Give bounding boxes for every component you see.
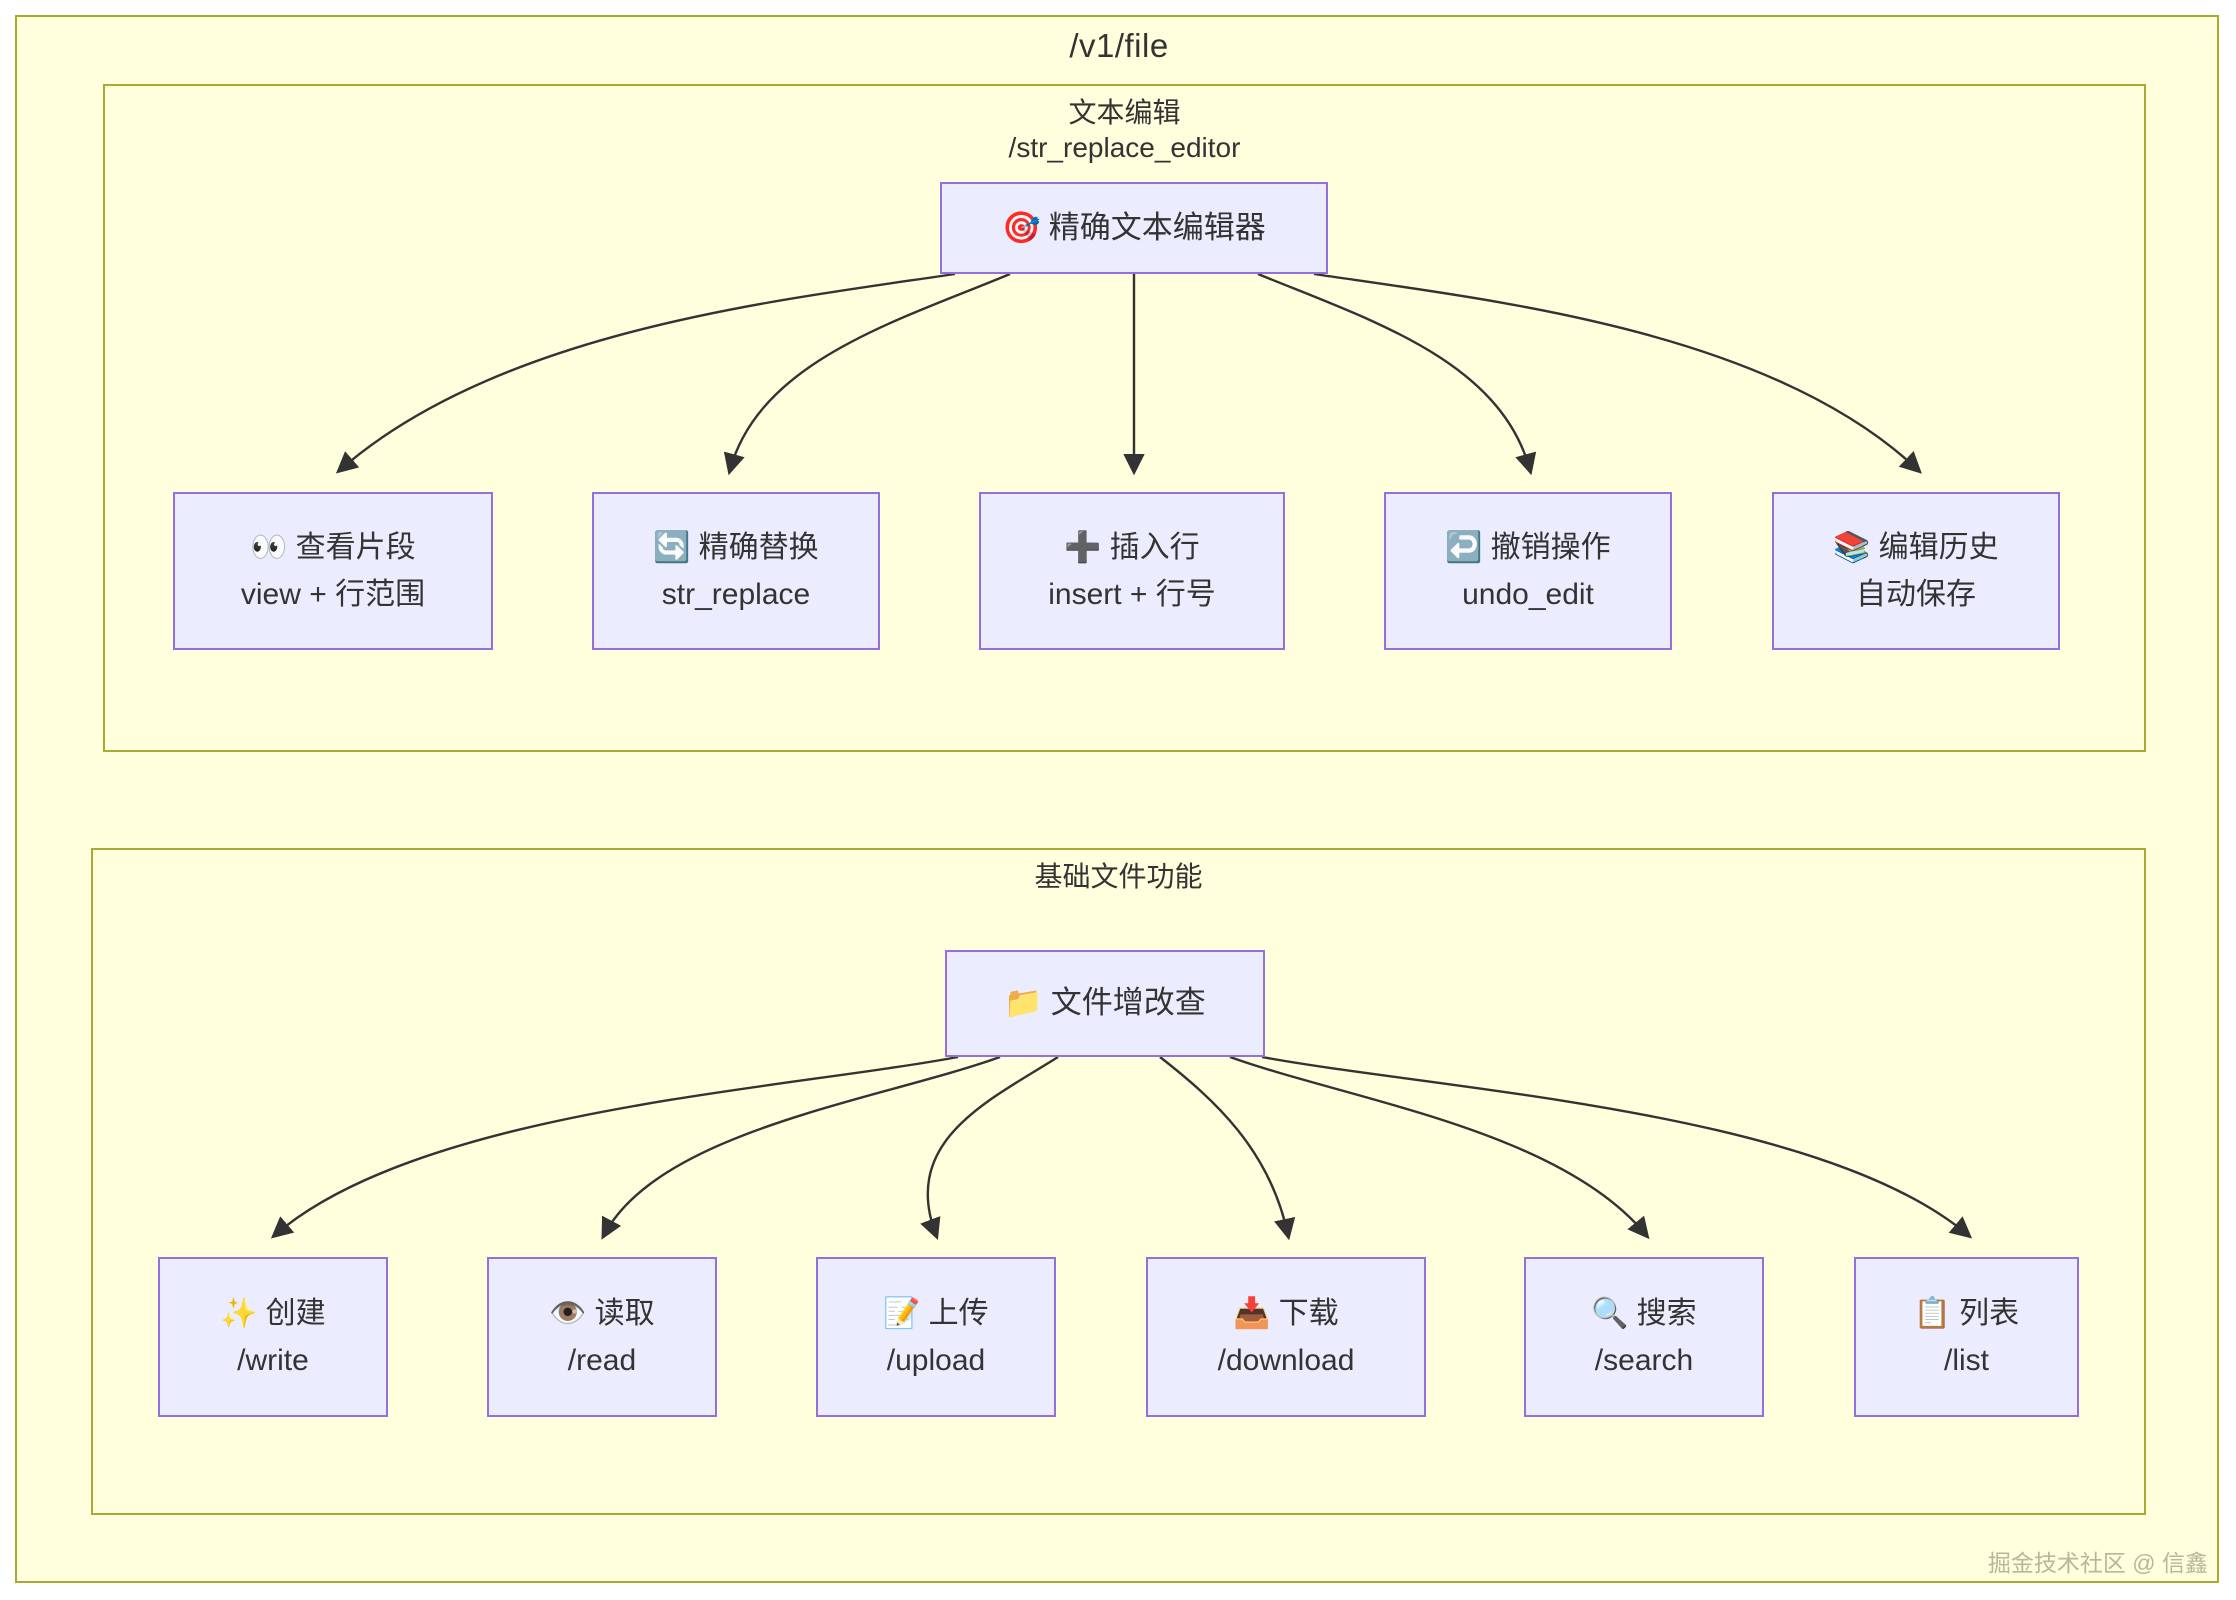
node-view-fragment[interactable]: 👀查看片段 view + 行范围 — [173, 492, 493, 650]
node-sublabel: view + 行范围 — [240, 578, 426, 611]
node-undo-operation[interactable]: ↩️撤销操作 undo_edit — [1384, 492, 1672, 650]
node-label: 精确替换 — [698, 531, 819, 564]
node-label-row: 🔄精确替换 — [653, 528, 818, 567]
node-label: 查看片段 — [295, 531, 416, 564]
subgraph-title-line2: /str_replace_editor — [1008, 131, 1241, 163]
node-sublabel: /download — [1217, 1344, 1355, 1377]
node-insert-line[interactable]: ➕插入行 insert + 行号 — [979, 492, 1285, 650]
node-sublabel: 自动保存 — [1856, 578, 1976, 611]
refresh-icon: 🔄 — [653, 530, 691, 565]
node-sublabel: str_replace — [661, 578, 811, 611]
node-sublabel: insert + 行号 — [1048, 578, 1216, 611]
watermark: 掘金技术社区 @ 信鑫 — [1987, 1550, 2208, 1576]
node-precise-text-editor[interactable]: 🎯精确文本编辑器 — [940, 182, 1328, 274]
subgraph-title-basic-file: 基础文件功能 — [93, 860, 2144, 895]
node-download[interactable]: 📥下载 /download — [1146, 1257, 1426, 1417]
node-label: 读取 — [594, 1297, 655, 1330]
node-label: 编辑历史 — [1878, 531, 1999, 564]
node-label: 插入行 — [1109, 531, 1200, 564]
node-edit-history[interactable]: 📚编辑历史 自动保存 — [1772, 492, 2060, 650]
node-label: 搜索 — [1636, 1297, 1697, 1330]
node-label-row: ✨创建 — [220, 1294, 325, 1333]
node-label-row: 📝上传 — [883, 1294, 988, 1333]
subgraph-title-line1: 文本编辑 — [1068, 97, 1181, 128]
eye-icon: 👁️ — [549, 1296, 587, 1331]
undo-arrow-icon: ↩️ — [1445, 530, 1483, 565]
node-label: 撤销操作 — [1490, 531, 1611, 564]
node-label-row: 📋列表 — [1914, 1294, 2019, 1333]
node-label-row: 🔍搜索 — [1591, 1294, 1696, 1333]
node-precise-replace[interactable]: 🔄精确替换 str_replace — [592, 492, 880, 650]
node-read[interactable]: 👁️读取 /read — [487, 1257, 717, 1417]
node-label-row: 📚编辑历史 — [1833, 528, 1998, 567]
node-label: 文件增改查 — [1050, 985, 1206, 1021]
node-sublabel: /write — [237, 1344, 309, 1377]
subgraph-title-line1: 基础文件功能 — [1034, 861, 1203, 892]
eyes-icon: 👀 — [250, 530, 288, 565]
inbox-tray-icon: 📥 — [1233, 1296, 1271, 1331]
node-label-row: ➕插入行 — [1064, 528, 1199, 567]
node-label-row: 👁️读取 — [549, 1294, 654, 1333]
node-label-row: 👀查看片段 — [250, 528, 415, 567]
subgraph-basic-file: 基础文件功能 — [91, 848, 2146, 1515]
books-icon: 📚 — [1833, 530, 1871, 565]
node-upload[interactable]: 📝上传 /upload — [816, 1257, 1056, 1417]
sparkles-icon: ✨ — [220, 1296, 258, 1331]
clipboard-icon: 📋 — [1913, 1296, 1952, 1331]
node-label: 下载 — [1278, 1297, 1339, 1330]
node-label-row: 📁文件增改查 — [1004, 983, 1206, 1023]
node-label: 上传 — [928, 1297, 989, 1330]
node-create-write[interactable]: ✨创建 /write — [158, 1257, 388, 1417]
node-label-row: 🎯精确文本编辑器 — [1002, 208, 1266, 248]
memo-icon: 📝 — [883, 1296, 921, 1331]
node-search[interactable]: 🔍搜索 /search — [1524, 1257, 1764, 1417]
page-title: /v1/file — [1069, 27, 1169, 64]
node-sublabel: /list — [1944, 1344, 1989, 1377]
node-label: 精确文本编辑器 — [1048, 209, 1266, 245]
node-label: 创建 — [265, 1297, 326, 1330]
node-label: 列表 — [1959, 1297, 2020, 1330]
target-icon: 🎯 — [1002, 209, 1041, 246]
node-list[interactable]: 📋列表 /list — [1854, 1257, 2079, 1417]
node-sublabel: /upload — [886, 1344, 986, 1377]
node-file-crud[interactable]: 📁文件增改查 — [945, 950, 1265, 1057]
plus-icon: ➕ — [1064, 530, 1102, 565]
node-sublabel: /read — [567, 1344, 637, 1377]
node-sublabel: undo_edit — [1462, 578, 1594, 611]
node-label-row: ↩️撤销操作 — [1445, 528, 1610, 567]
folder-icon: 📁 — [1004, 985, 1043, 1022]
node-sublabel: /search — [1594, 1344, 1694, 1377]
subgraph-title-text-editor: 文本编辑 /str_replace_editor — [105, 96, 2144, 165]
node-label-row: 📥下载 — [1233, 1294, 1338, 1333]
search-icon: 🔍 — [1591, 1296, 1629, 1331]
